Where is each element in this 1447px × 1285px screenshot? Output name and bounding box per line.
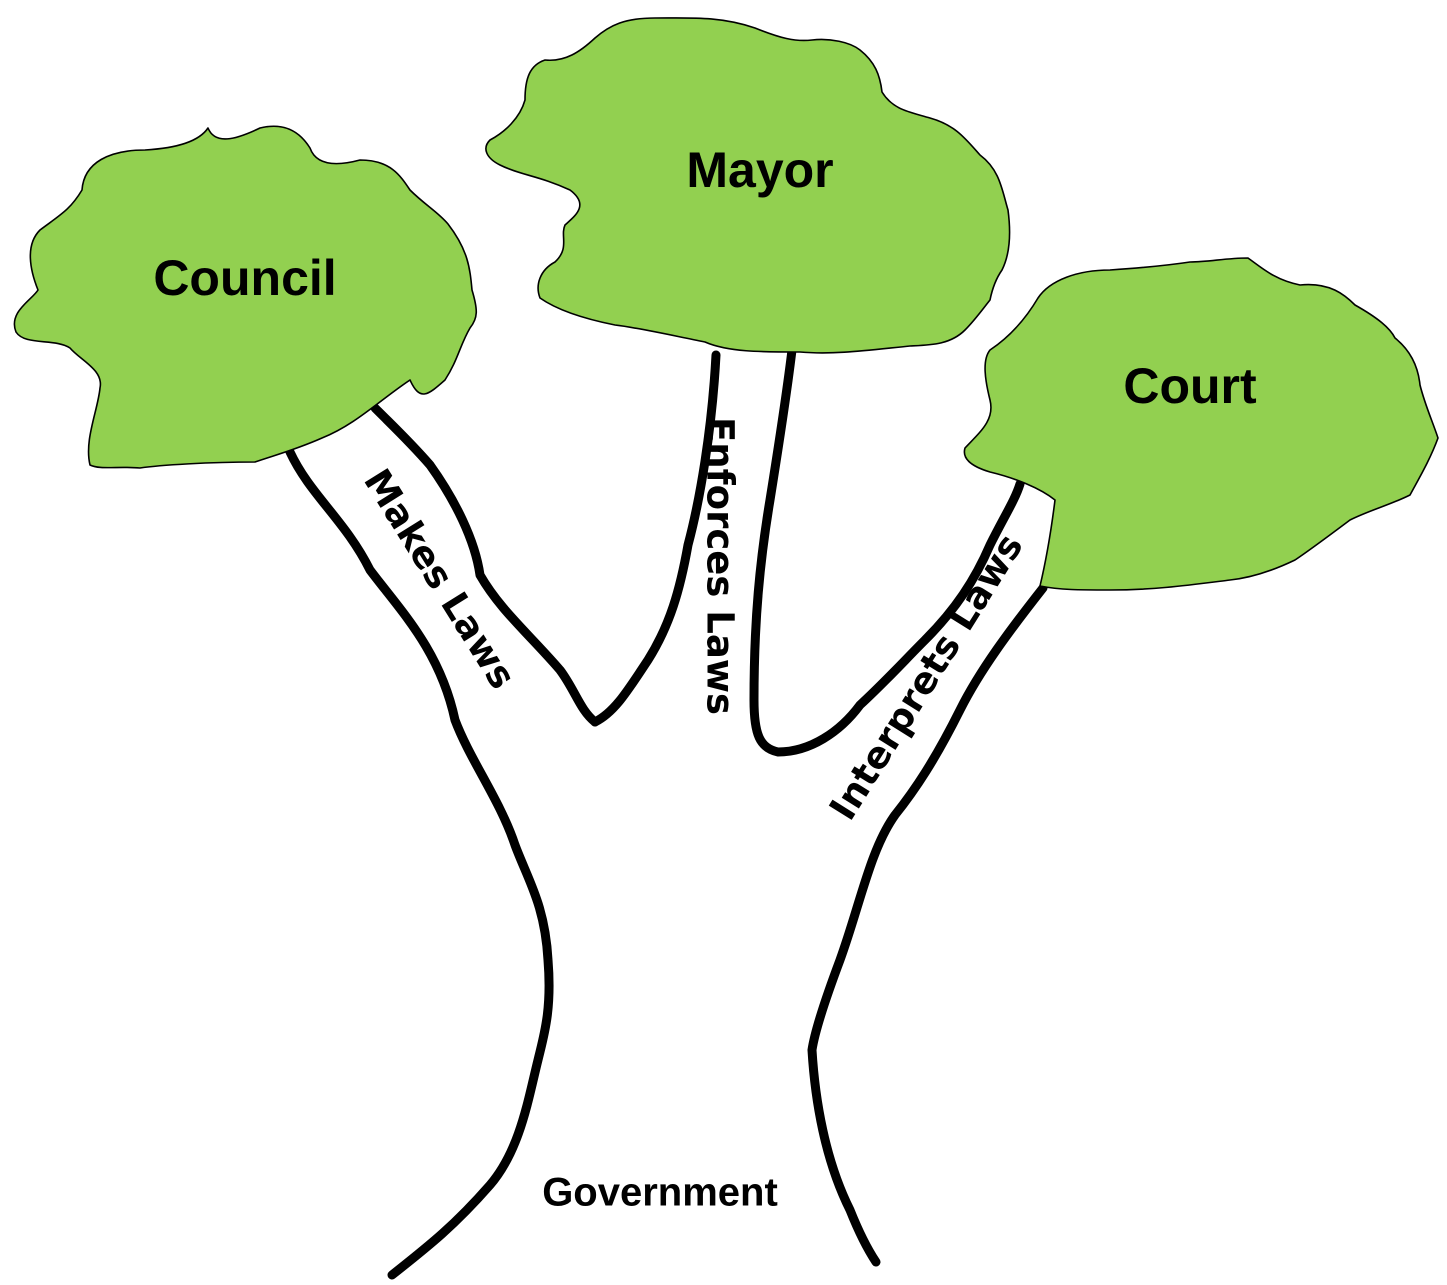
branch-council-inner-outline (370, 403, 600, 727)
trunk-left-outline (285, 447, 554, 1280)
enforces-laws-label: Enforces Laws (699, 417, 742, 715)
canopy-council[interactable]: Council (13, 125, 478, 469)
council-canopy-shape (13, 125, 478, 469)
council-label: Council (153, 250, 336, 306)
mayor-label: Mayor (686, 142, 833, 198)
branch-mayor (590, 345, 1025, 757)
trunk-right-outline (807, 583, 1048, 1267)
court-label: Court (1123, 358, 1257, 414)
court-canopy-shape (963, 257, 1439, 591)
canopy-court[interactable]: Court (963, 257, 1439, 591)
branch-mayor-right-outline (749, 345, 1025, 757)
mayor-canopy-shape (485, 17, 1011, 354)
interprets-laws-label: Interprets Laws (821, 526, 1031, 827)
tree-trunk (285, 447, 1048, 1280)
branch-council (370, 403, 600, 727)
canopy-mayor[interactable]: Mayor (485, 17, 1011, 354)
branch-mayor-left-outline (590, 350, 721, 727)
government-label: Government (542, 1171, 778, 1215)
